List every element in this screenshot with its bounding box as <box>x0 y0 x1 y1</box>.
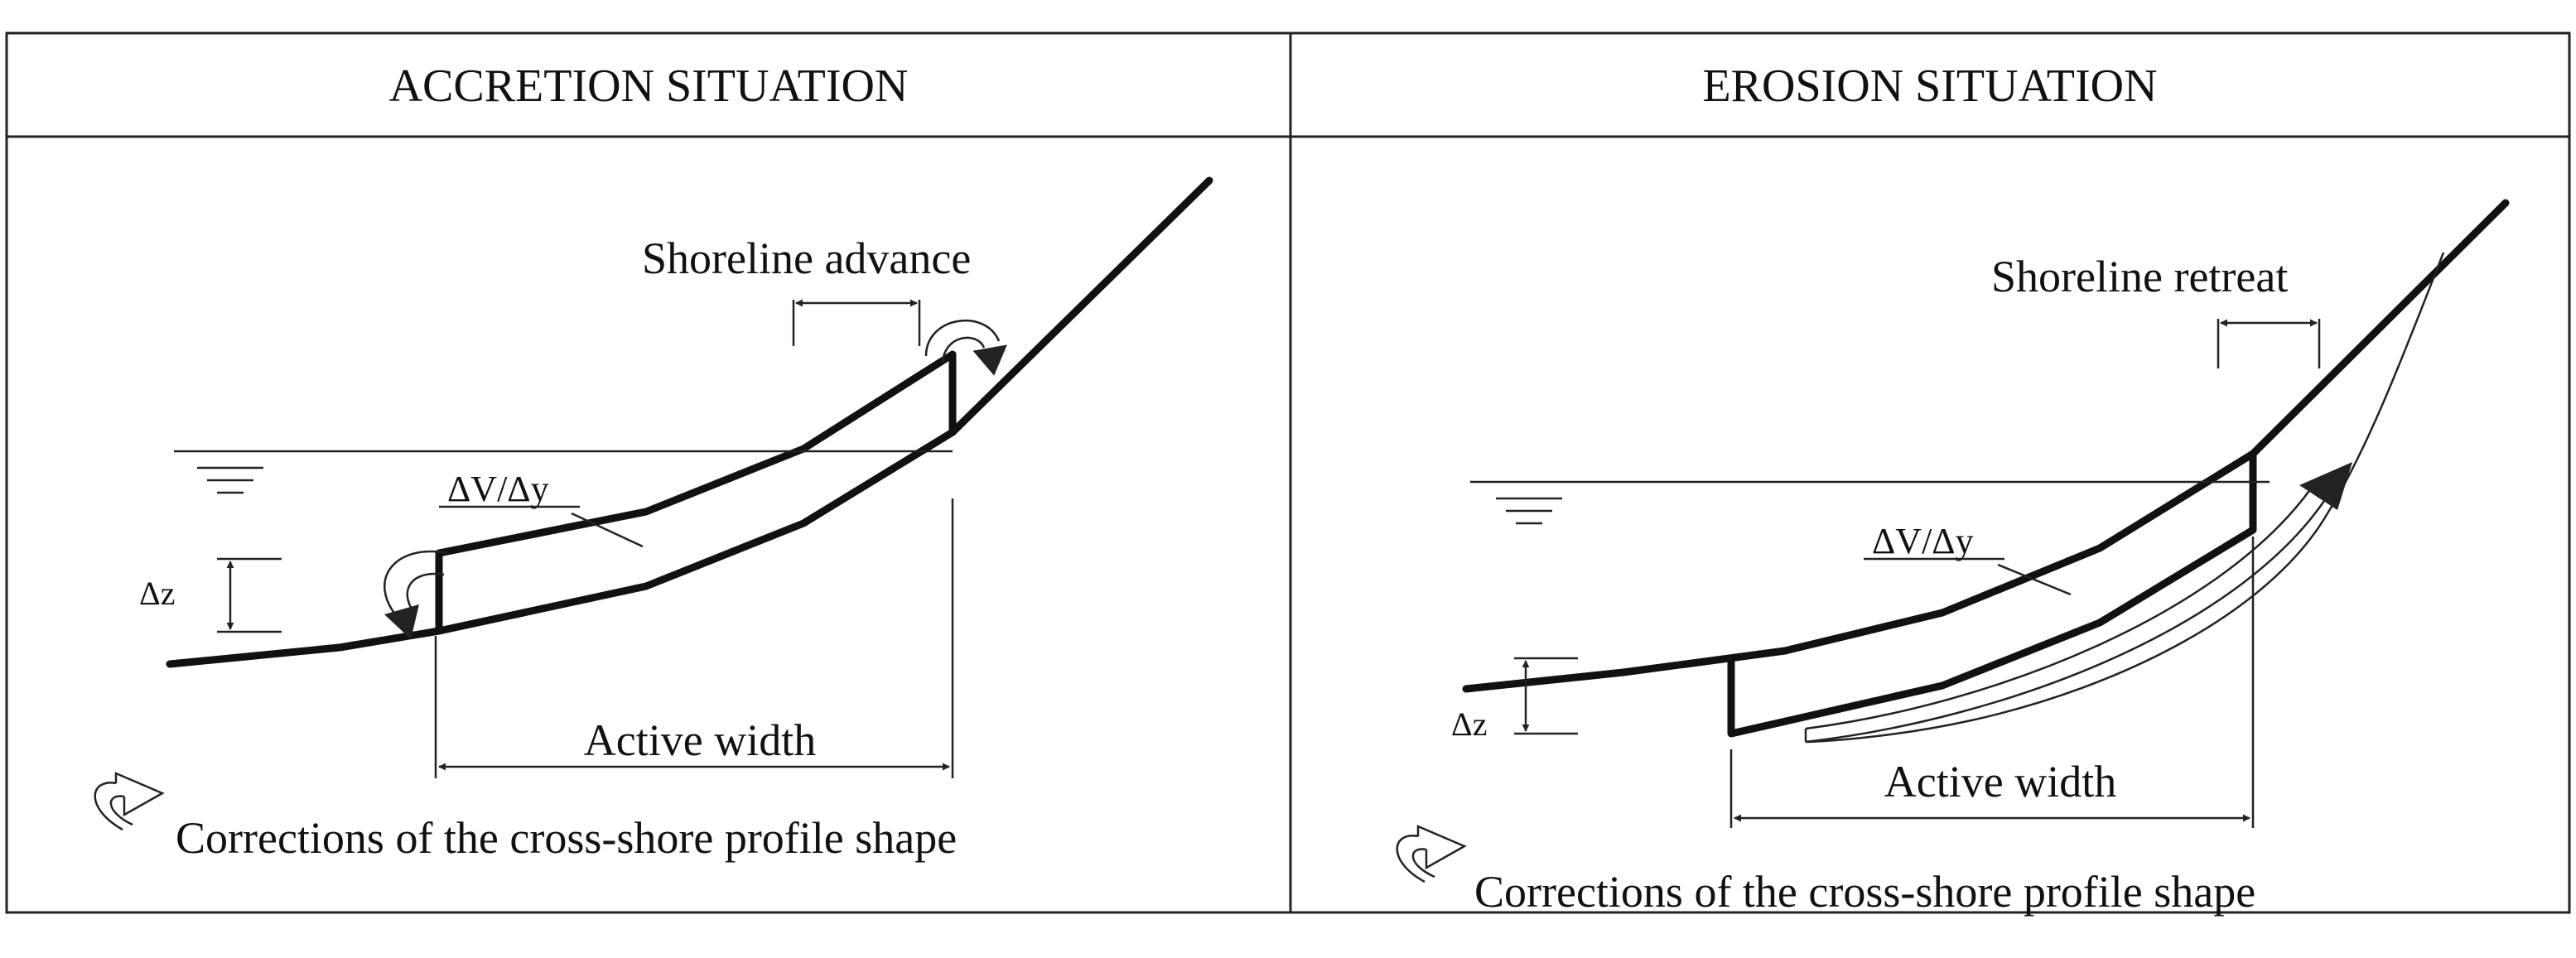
initial-surface-curve <box>1805 252 2445 744</box>
table-frame <box>5 31 2571 914</box>
eroded-profile-line <box>1727 450 2257 738</box>
active-width-label: Active width <box>584 715 816 765</box>
erosion-panel: ΔV/Δy Δz Shoreline retreat Active width <box>1396 199 2510 917</box>
initial-profile-line <box>1462 199 2510 693</box>
accretion-header: ACCRETION SITUATION <box>389 60 909 112</box>
legend-text: Corrections of the cross-shore profile s… <box>1474 867 2255 917</box>
curved-correction-arrow-icon <box>1396 825 1467 883</box>
curved-correction-arrow-icon <box>384 550 448 639</box>
curved-correction-arrow-icon <box>1804 462 2352 744</box>
shifted-profile-line <box>435 350 957 635</box>
area-label: ΔV/Δy <box>1872 521 1974 561</box>
erosion-header: EROSION SITUATION <box>1702 60 2157 112</box>
curved-correction-arrow-icon <box>94 772 165 831</box>
water-level-icon <box>1496 497 1562 525</box>
water-level-icon <box>197 466 263 494</box>
area-leader-line <box>1997 563 2072 596</box>
curved-correction-arrow-icon <box>924 320 1007 376</box>
dz-label: Δz <box>139 575 175 612</box>
shoreline-label: Shoreline retreat <box>1991 252 2288 301</box>
shoreline-label: Shoreline advance <box>642 233 971 283</box>
dz-label: Δz <box>1451 705 1487 743</box>
accretion-panel: ΔV/Δy Δz Shoreline advance Active width <box>94 176 1213 863</box>
area-label: ΔV/Δy <box>447 469 549 509</box>
active-width-label: Active width <box>1884 757 2116 806</box>
legend-text: Corrections of the cross-shore profile s… <box>176 813 957 863</box>
area-leader-line <box>571 512 644 548</box>
